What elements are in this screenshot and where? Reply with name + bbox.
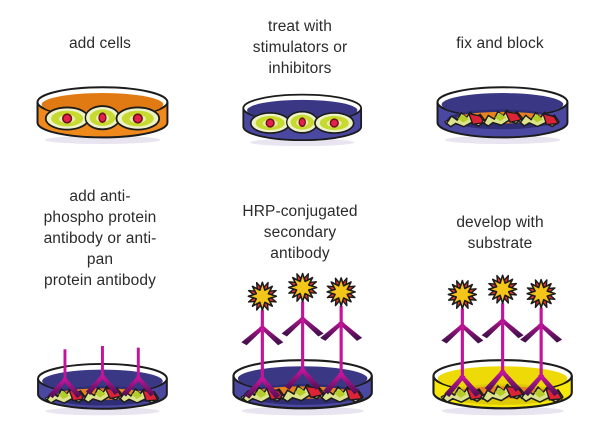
dish-shadow [441,406,564,415]
panel-treat-stimulators-inhibitors: treat with stimulators or inhibitors [240,16,363,164]
step-caption: add anti-phospho protein antibody or ant… [43,187,157,289]
step-caption: HRP-conjugated secondary antibody [242,203,358,263]
live-cell [285,110,319,134]
panel-fix-and-block: fix and block [436,16,569,164]
panel-develop-substrate: develop with substrate [432,196,573,421]
dish-shadow [250,138,355,147]
petri-dish-art [232,270,373,415]
petri-dish-art [36,86,169,145]
live-cell [249,112,291,134]
petri-dish-art [37,280,168,416]
dish-shadow [444,136,561,145]
live-cell [115,106,161,131]
live-cell [314,112,355,134]
live-cell [44,106,90,131]
liquid-surface [441,93,564,117]
step-caption: fix and block [456,34,544,52]
petri-dish-art [436,86,569,145]
step-caption: add cells [68,34,132,52]
dish-shadow [241,406,364,415]
step-caption: treat with stimulators or inhibitors [252,18,348,77]
dish-shadow [44,136,161,145]
dish-shadow [45,407,160,416]
petri-dish-art [242,93,363,147]
step-caption: develop with substrate [456,213,544,252]
panel-primary-antibody: add anti-phospho protein antibody or ant… [37,187,168,421]
live-cell [84,105,121,131]
panel-add-cells: add cells [36,16,169,164]
petri-dish-art [432,270,573,415]
panel-hrp-secondary-antibody: HRP-conjugated secondary antibody [232,196,373,421]
